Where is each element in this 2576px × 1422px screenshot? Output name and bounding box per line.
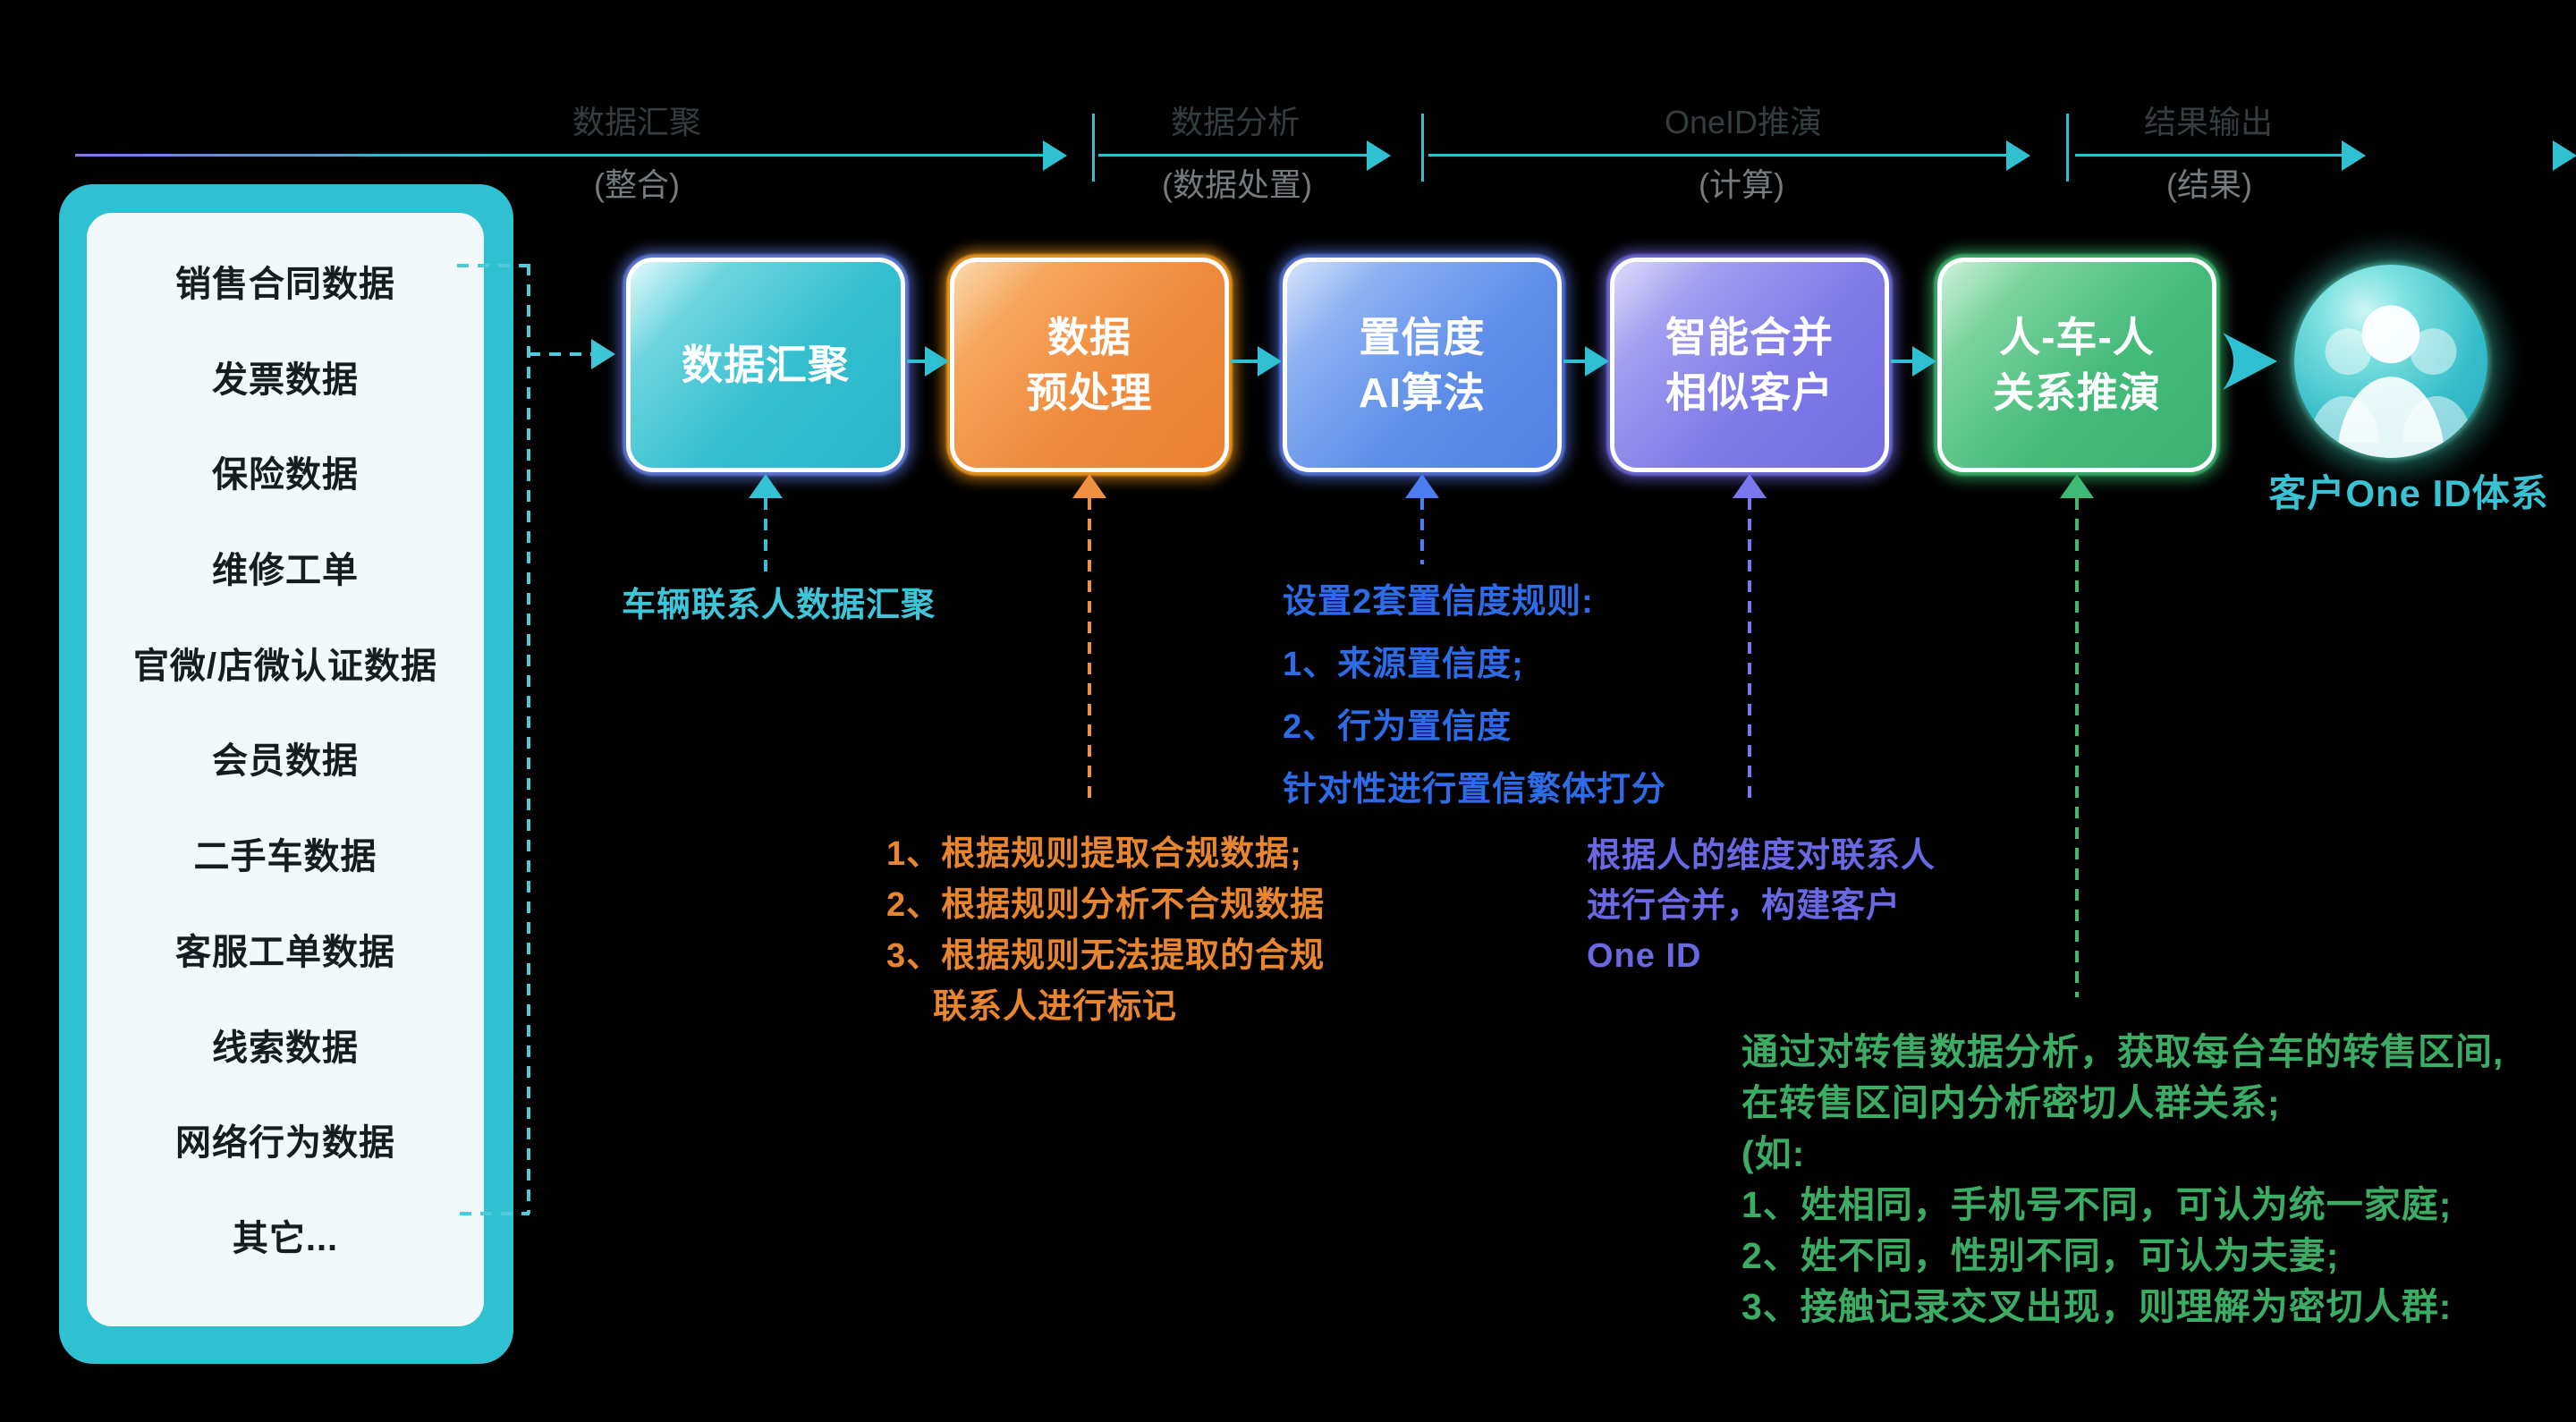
step-title-line: AI算法 — [1359, 369, 1486, 416]
note1-up-arrowhead-icon — [749, 474, 783, 498]
panel-to-step1-arrow-line — [529, 352, 591, 356]
step5-to-output-arrow-icon — [2223, 333, 2277, 390]
step-title-line: 置信度 — [1359, 314, 1486, 360]
source-item-sales-contract: 销售合同数据 — [175, 265, 395, 304]
note-line: 设置2套置信度规则: — [1283, 583, 1594, 621]
timeline-arrowhead-2-icon — [1367, 140, 1391, 171]
timeline-arrowhead-3-icon — [2006, 140, 2030, 171]
note-line: 针对性进行置信繁体打分 — [1283, 771, 1667, 808]
timeline-segment-3 — [1428, 154, 2006, 157]
phase-label-oneid-deduction: OneID推演 — [1664, 104, 1823, 140]
note-line: 2、行为置信度 — [1283, 708, 1513, 746]
note-merge-by-person: 根据人的维度对联系人 进行合并，构建客户 One ID — [1587, 831, 1936, 981]
source-item-member: 会员数据 — [212, 741, 359, 782]
note-line: 进行合并，构建客户 — [1587, 887, 1902, 925]
timeline-divider-1 — [1092, 114, 1095, 182]
step-title-line: 预处理 — [1026, 369, 1153, 416]
note4-up-arrowhead-icon — [1733, 474, 1767, 498]
note5-up-arrowhead-icon — [2060, 474, 2094, 498]
phase-label-result-output: 结果输出 — [2143, 104, 2273, 140]
timeline-arrowhead-1-icon — [1043, 140, 1067, 171]
step4-to-step5-arrow-line — [1891, 360, 1912, 363]
note-line: 车辆联系人数据汇聚 — [622, 587, 936, 624]
note-line: 2、姓不同，性别不同，可认为夫妻; — [1741, 1235, 2340, 1276]
note-resale-relationship: 通过对转售数据分析，获取每台车的转售区间, 在转售区间内分析密切人群关系; (如… — [1741, 1027, 2504, 1333]
step-box-data-aggregation: 数据汇聚 — [626, 258, 905, 472]
note3-up-arrowhead-icon — [1405, 474, 1439, 498]
step-title-line: 智能合并 — [1665, 314, 1834, 360]
note2-up-arrowhead-icon — [1072, 474, 1106, 498]
step-box-person-car-person: 人-车-人 关系推演 — [1937, 258, 2216, 472]
timeline-arrowhead-edge-icon — [2553, 140, 2576, 171]
note-preprocessing-rules: 1、根据规则提取合规数据; 2、根据规则分析不合规数据 3、根据规则无法提取的合… — [886, 829, 1325, 1033]
note-confidence-rules: 设置2套置信度规则: 1、来源置信度; 2、行为置信度 针对性进行置信繁体打分 — [1283, 571, 1666, 821]
step-title-line: 关系推演 — [1993, 369, 2161, 416]
note-line: 3、根据规则无法提取的合规 — [886, 937, 1326, 975]
note-vehicle-contact-aggregation: 车辆联系人数据汇聚 — [622, 586, 936, 625]
note-line: One ID — [1587, 937, 1702, 975]
phase-sub-data-aggregation: (整合) — [594, 166, 680, 203]
note-line: (如: — [1741, 1133, 1806, 1174]
data-source-list: 销售合同数据 发票数据 保险数据 维修工单 官微/店微认证数据 会员数据 二手车… — [87, 213, 484, 1326]
source-item-used-car: 二手车数据 — [193, 837, 377, 877]
note-line: 在转售区间内分析密切人群关系; — [1741, 1082, 2281, 1123]
source-item-leads: 线索数据 — [212, 1028, 359, 1068]
panel-to-step1-arrowhead-icon — [591, 339, 615, 369]
phase-sub-oneid-deduction: (计算) — [1699, 166, 1784, 203]
step-title-line: 相似客户 — [1665, 369, 1834, 416]
panel-connector-top — [457, 264, 530, 267]
note-line: 3、接触记录交叉出现，则理解为密切人群: — [1741, 1286, 2453, 1327]
step2-to-step3-arrowhead-icon — [1258, 346, 1282, 377]
source-item-wechat-auth: 官微/店微认证数据 — [132, 646, 438, 686]
note5-dashed-stem — [2075, 498, 2079, 997]
note1-dashed-stem — [764, 498, 767, 573]
source-item-insurance: 保险数据 — [212, 455, 359, 495]
output-label: 客户One ID体系 — [2268, 472, 2549, 514]
step1-to-step2-arrow-line — [907, 360, 925, 363]
note-line: 1、来源置信度; — [1283, 646, 1524, 683]
source-item-others: 其它... — [232, 1218, 339, 1258]
phase-label-data-aggregation: 数据汇聚 — [572, 104, 701, 140]
data-source-panel: 销售合同数据 发票数据 保险数据 维修工单 官微/店微认证数据 会员数据 二手车… — [59, 184, 513, 1364]
note-line: 联系人进行标记 — [933, 988, 1178, 1026]
timeline-arrowhead-4-icon — [2342, 140, 2366, 171]
source-item-service-ticket: 客服工单数据 — [175, 932, 395, 972]
step1-to-step2-arrowhead-icon — [925, 346, 949, 377]
timeline-segment-1 — [75, 154, 1043, 157]
source-item-web-behavior: 网络行为数据 — [175, 1123, 395, 1164]
step-title-line: 数据汇聚 — [682, 342, 850, 388]
note3-dashed-stem — [1420, 498, 1424, 564]
timeline-segment-4 — [2075, 154, 2342, 157]
phase-sub-result-output: (结果) — [2166, 166, 2252, 203]
note-line: 根据人的维度对联系人 — [1587, 837, 1936, 875]
panel-connector-vertical — [527, 264, 530, 1214]
note2-dashed-stem — [1088, 498, 1091, 800]
note-line: 1、姓相同，手机号不同，可认为统一家庭; — [1741, 1184, 2453, 1225]
step-title-line: 数据 — [1047, 314, 1131, 360]
people-group-icon — [2294, 265, 2487, 458]
source-item-invoice: 发票数据 — [212, 360, 359, 400]
source-item-repair-order: 维修工单 — [212, 551, 359, 591]
step-box-confidence-ai: 置信度 AI算法 — [1283, 258, 1562, 472]
step4-to-step5-arrowhead-icon — [1912, 346, 1936, 377]
note-line: 1、根据规则提取合规数据; — [886, 835, 1302, 873]
step-box-smart-merge: 智能合并 相似客户 — [1610, 258, 1889, 472]
panel-connector-bottom — [460, 1212, 530, 1215]
step3-to-step4-arrowhead-icon — [1585, 346, 1609, 377]
note-line: 2、根据规则分析不合规数据 — [886, 886, 1326, 924]
note4-dashed-stem — [1748, 498, 1751, 800]
phase-label-data-analysis: 数据分析 — [1170, 104, 1300, 140]
timeline-divider-3 — [2066, 114, 2069, 182]
timeline-segment-2 — [1098, 154, 1367, 157]
timeline-divider-2 — [1421, 114, 1424, 182]
phase-sub-data-analysis: (数据处置) — [1162, 166, 1312, 203]
note-line: 通过对转售数据分析，获取每台车的转售区间, — [1741, 1031, 2504, 1072]
step-title-line: 人-车-人 — [1999, 314, 2155, 360]
step2-to-step3-arrow-line — [1231, 360, 1258, 363]
step3-to-step4-arrow-line — [1563, 360, 1585, 363]
step-box-data-preprocessing: 数据 预处理 — [950, 258, 1229, 472]
